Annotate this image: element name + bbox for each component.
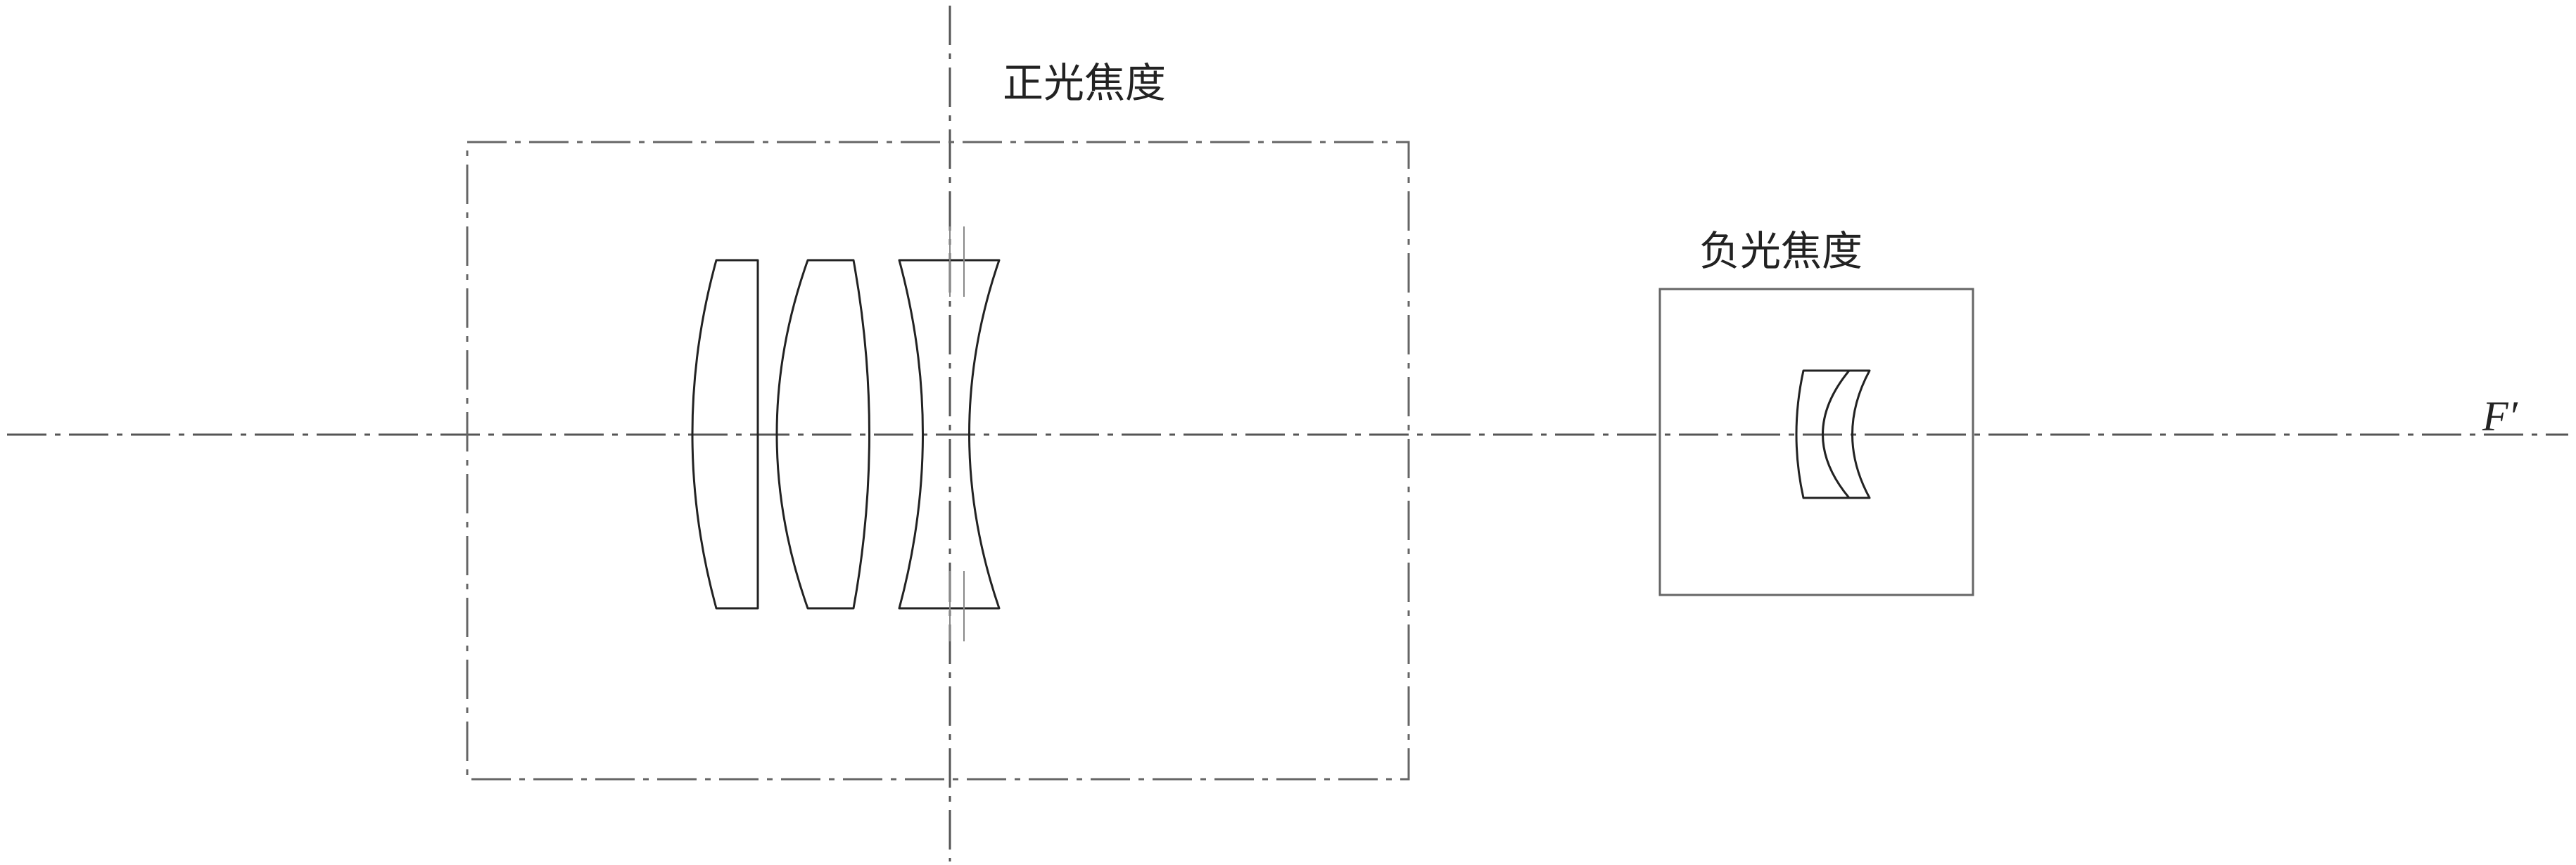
positive-group-frame (466, 141, 1410, 781)
negative-group-label: 负光焦度 (1699, 227, 1863, 275)
positive-group-label: 正光焦度 (1003, 59, 1166, 107)
focal-point-label: F′ (2482, 393, 2518, 440)
negative-lens-outer (1795, 369, 1871, 499)
negative-group-frame (1658, 288, 1974, 596)
lens-3 (898, 259, 1001, 610)
negative-lens-inner-surface (1822, 370, 1851, 499)
lens-1 (691, 259, 759, 610)
lens-2 (775, 259, 870, 610)
